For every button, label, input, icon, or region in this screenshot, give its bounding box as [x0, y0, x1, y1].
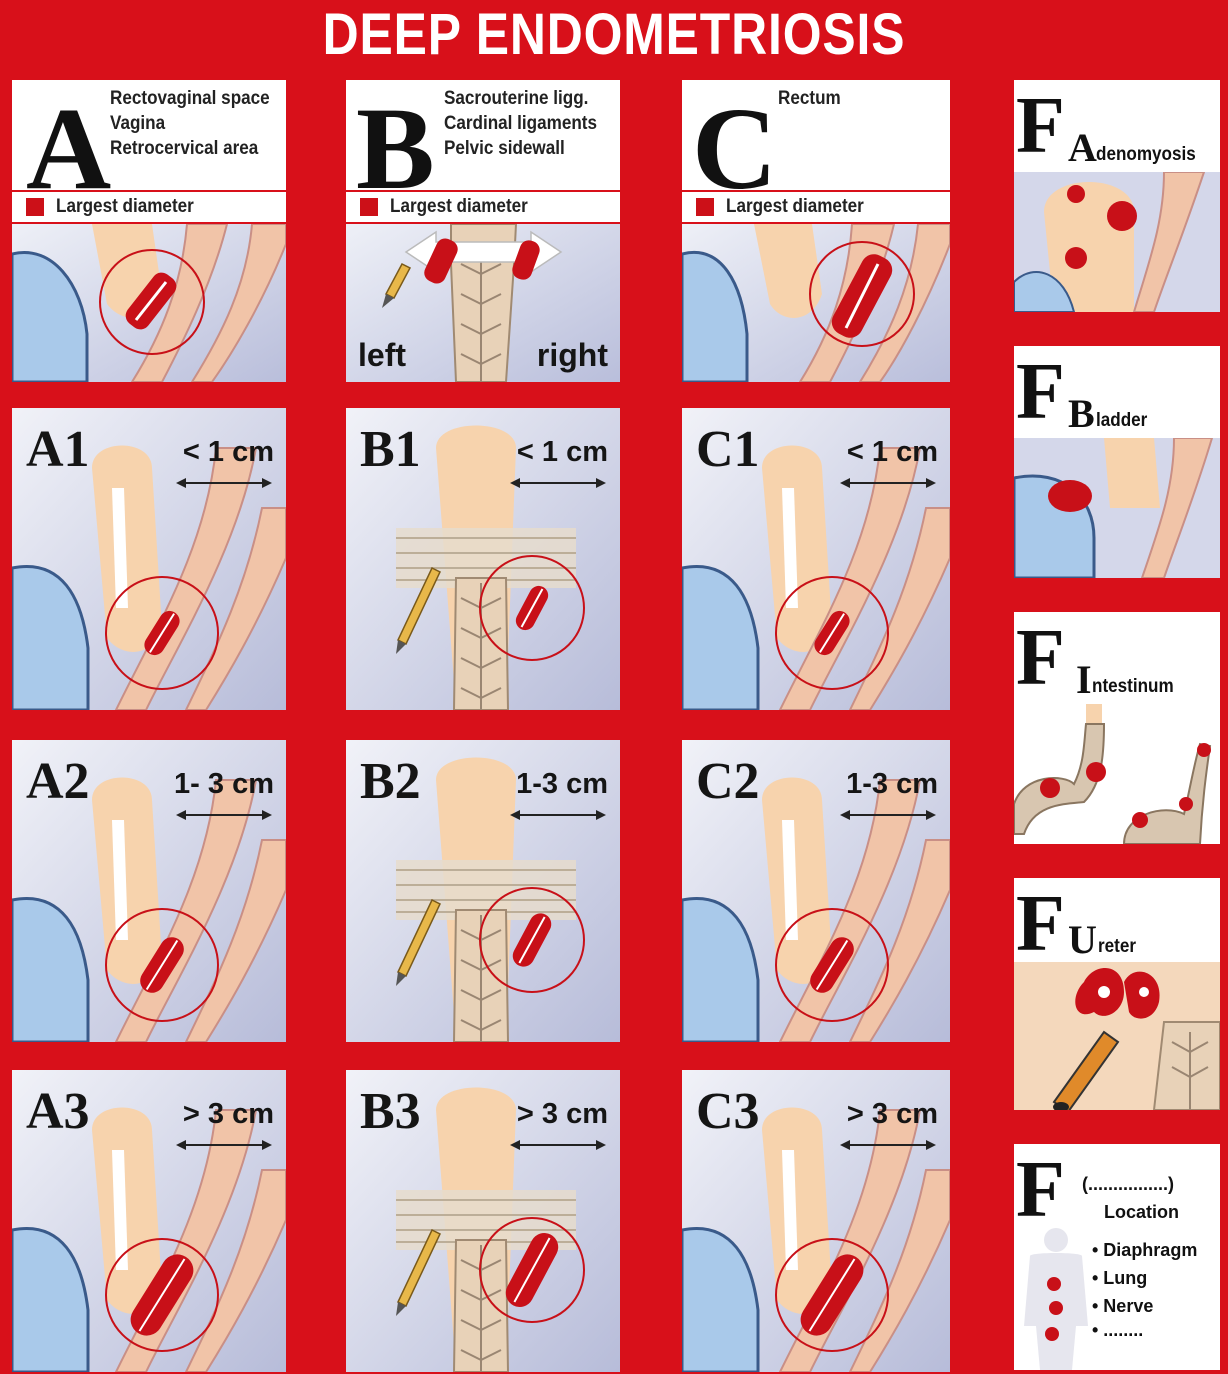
- page-title: DEEP ENDOMETRIOSIS: [86, 0, 1142, 70]
- f-letter: F: [1016, 352, 1065, 432]
- grade-panel: C1 < 1 cm: [682, 408, 950, 710]
- site-line: Rectum: [778, 86, 841, 111]
- double-arrow-icon: [840, 808, 936, 822]
- double-arrow-icon: [840, 1138, 936, 1152]
- grade-code: C3: [696, 1086, 760, 1138]
- double-arrow-icon: [840, 476, 936, 490]
- f-sub-initial: U: [1068, 920, 1097, 960]
- grade-code: A1: [26, 424, 90, 476]
- legend-swatch: [26, 198, 44, 216]
- f-sub-initial: B: [1068, 394, 1095, 434]
- size-range-label: < 1 cm: [847, 436, 938, 469]
- f-letter: F: [1016, 86, 1065, 166]
- double-arrow-icon: [176, 1138, 272, 1152]
- size-range-label: < 1 cm: [517, 436, 608, 469]
- legend: Largest diameter: [12, 190, 286, 224]
- sagittal-illustration: [682, 224, 950, 382]
- panel-fa: F A denomyosis: [1014, 80, 1220, 312]
- location-item: • Nerve: [1092, 1296, 1153, 1317]
- adenomyosis-illustration: [1014, 172, 1220, 312]
- legend-swatch: [696, 198, 714, 216]
- grade-code: A2: [26, 756, 90, 808]
- right-label: right: [537, 337, 608, 374]
- intestine-illustration: [1014, 704, 1220, 844]
- size-range-label: 1-3 cm: [846, 768, 938, 801]
- panel-f-location: F (................) Location • Diaphrag…: [1014, 1144, 1220, 1370]
- location-item: • Diaphragm: [1092, 1240, 1197, 1261]
- grade-panel: B1 < 1 cm: [346, 408, 620, 710]
- double-arrow-icon: [510, 808, 606, 822]
- f-sub-rest: ntestinum: [1092, 676, 1174, 698]
- panel-sites: Sacrouterine ligg. Cardinal ligaments Pe…: [444, 86, 597, 161]
- legend-swatch: [360, 198, 378, 216]
- grade-panel: B3 > 3 cm: [346, 1070, 620, 1372]
- grade-panel: A2 1- 3 cm: [12, 740, 286, 1042]
- f-location-blank: (................): [1082, 1174, 1174, 1195]
- f-letter: F: [1016, 1150, 1065, 1230]
- size-range-label: < 1 cm: [183, 436, 274, 469]
- f-sub-rest: denomyosis: [1096, 144, 1196, 166]
- panel-sites: Rectum: [778, 86, 841, 111]
- panel-fb: F B ladder: [1014, 346, 1220, 578]
- grade-code: C2: [696, 756, 760, 808]
- legend-label: Largest diameter: [56, 196, 194, 218]
- f-sub-initial: A: [1068, 128, 1097, 168]
- site-line: Retrocervical area: [110, 136, 270, 161]
- panel-c: C Rectum Largest diameter: [682, 80, 950, 382]
- size-range-label: 1- 3 cm: [174, 768, 274, 801]
- ureter-illustration: [1014, 962, 1220, 1110]
- legend: Largest diameter: [346, 190, 620, 224]
- double-arrow-icon: [176, 476, 272, 490]
- f-sub-rest: reter: [1098, 936, 1136, 958]
- grade-panel: C3 > 3 cm: [682, 1070, 950, 1372]
- grade-code: B3: [360, 1086, 421, 1138]
- size-range-label: 1-3 cm: [516, 768, 608, 801]
- size-range-label: > 3 cm: [847, 1098, 938, 1131]
- f-letter: F: [1016, 884, 1065, 964]
- grade-panel: B2 1-3 cm: [346, 740, 620, 1042]
- panel-fi: F I ntestinum: [1014, 612, 1220, 844]
- sagittal-illustration: [12, 224, 286, 382]
- double-arrow-icon: [176, 808, 272, 822]
- grade-panel: A1 < 1 cm: [12, 408, 286, 710]
- panel-b: B Sacrouterine ligg. Cardinal ligaments …: [346, 80, 620, 382]
- panel-sites: Rectovaginal space Vagina Retrocervical …: [110, 86, 270, 161]
- site-line: Rectovaginal space: [110, 86, 270, 111]
- grade-code: C1: [696, 424, 760, 476]
- size-range-label: > 3 cm: [183, 1098, 274, 1131]
- location-item: • Lung: [1092, 1268, 1147, 1289]
- grade-panel: C2 1-3 cm: [682, 740, 950, 1042]
- f-location-label: Location: [1104, 1202, 1179, 1223]
- bladder-illustration: [1014, 438, 1220, 578]
- panel-a: A Rectovaginal space Vagina Retrocervica…: [12, 80, 286, 382]
- site-line: Cardinal ligaments: [444, 111, 597, 136]
- double-arrow-icon: [510, 476, 606, 490]
- grade-panel: A3 > 3 cm: [12, 1070, 286, 1372]
- f-sub-rest: ladder: [1096, 410, 1147, 432]
- legend: Largest diameter: [682, 190, 950, 224]
- site-line: Sacrouterine ligg.: [444, 86, 597, 111]
- double-arrow-icon: [510, 1138, 606, 1152]
- grade-code: B2: [360, 756, 421, 808]
- panel-fu: F U reter: [1014, 878, 1220, 1110]
- site-line: Pelvic sidewall: [444, 136, 597, 161]
- legend-label: Largest diameter: [726, 196, 864, 218]
- grade-code: A3: [26, 1086, 90, 1138]
- size-range-label: > 3 cm: [517, 1098, 608, 1131]
- f-letter: F: [1016, 618, 1065, 698]
- left-label: left: [358, 337, 406, 374]
- grade-code: B1: [360, 424, 421, 476]
- site-line: Vagina: [110, 111, 270, 136]
- location-item: • ........: [1092, 1320, 1143, 1341]
- f-sub-initial: I: [1076, 660, 1092, 700]
- legend-label: Largest diameter: [390, 196, 528, 218]
